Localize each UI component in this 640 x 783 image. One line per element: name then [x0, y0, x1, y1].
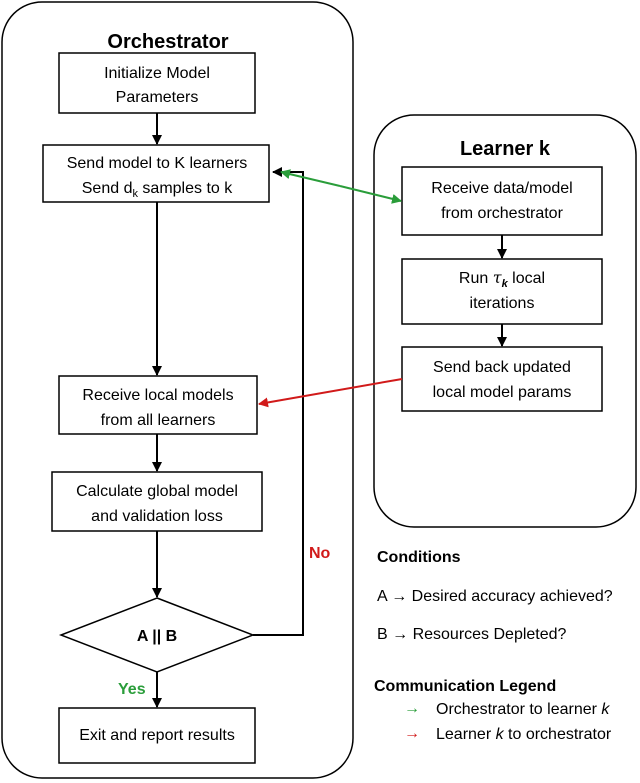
- no-label: No: [309, 545, 331, 562]
- condition-b: B → Resources Depleted?: [377, 626, 567, 643]
- learner-container: [373, 114, 637, 528]
- learner-receive-line1: Receive data/model: [431, 180, 572, 197]
- send-line2: Send dk samples to k: [82, 180, 233, 200]
- legend-red-arrow: →: [404, 725, 420, 742]
- calc-line1: Calculate global model: [76, 483, 238, 500]
- exit-label: Exit and report results: [79, 727, 235, 744]
- condition-a: A → Desired accuracy achieved?: [377, 588, 613, 605]
- legend-green-label: Orchestrator to learner k: [436, 701, 610, 718]
- receive-line1: Receive local models: [82, 387, 233, 404]
- conditions-heading: Conditions: [377, 549, 461, 566]
- exit-box: [58, 707, 256, 764]
- learner-receive-line2: from orchestrator: [441, 205, 563, 222]
- legend-heading: Communication Legend: [374, 678, 556, 695]
- init-line2: Parameters: [116, 89, 199, 106]
- green-comm-arrow-to-learner: [339, 185, 402, 204]
- learner-sendback-line2: local model params: [433, 384, 572, 401]
- orchestrator-container: [1, 1, 354, 779]
- calc-line2: and validation loss: [91, 508, 223, 525]
- receive-line2: from all learners: [101, 412, 216, 429]
- learner-run-line2: iterations: [470, 295, 535, 312]
- learner-title: Learner k: [460, 138, 551, 160]
- red-comm-arrow: [258, 378, 403, 408]
- learner-sendback-box: [401, 346, 603, 412]
- learner-run-line1: Run τk local: [459, 268, 545, 290]
- legend-red-label: Learner k to orchestrator: [436, 726, 612, 743]
- decision-label: A || B: [137, 628, 177, 645]
- learner-receive-box: [401, 166, 603, 236]
- green-comm-arrow-to-send: [280, 169, 341, 187]
- orchestrator-title: Orchestrator: [107, 31, 228, 53]
- yes-label: Yes: [118, 681, 146, 698]
- learner-sendback-line1: Send back updated: [433, 359, 571, 376]
- legend-green-arrow: →: [404, 700, 420, 717]
- init-line1: Initialize Model: [104, 65, 210, 82]
- send-line1: Send model to K learners: [67, 155, 248, 172]
- learner-run-box: [401, 258, 603, 325]
